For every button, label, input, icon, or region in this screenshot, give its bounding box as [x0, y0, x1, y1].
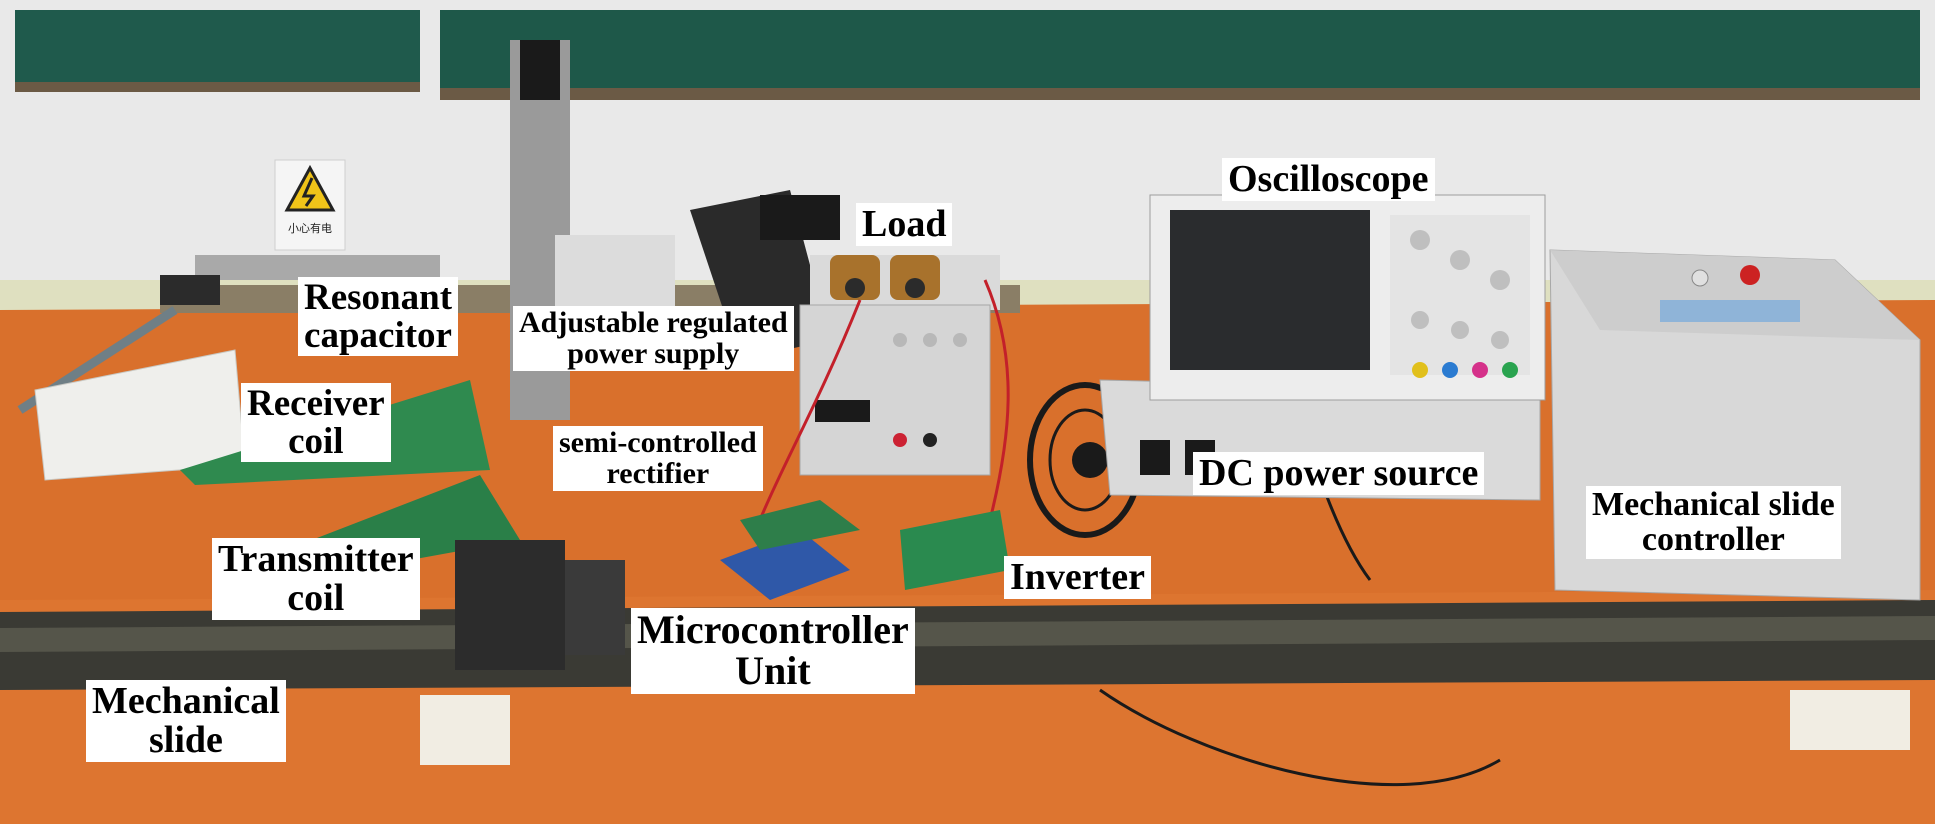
- wire-red: [758, 299, 862, 521]
- slide-carriage: [455, 540, 565, 670]
- label-adjustable-power-supply-line1: Adjustable regulated: [519, 306, 788, 339]
- label-rectifier-line1: semi-controlled: [559, 426, 757, 459]
- vertical-motor: [520, 40, 560, 100]
- wire-red-2: [983, 279, 1010, 521]
- slide-carriage-side: [565, 560, 625, 655]
- label-load: Load: [856, 203, 953, 246]
- label-mechanical-slide-line2: slide: [148, 718, 223, 761]
- load-resistors: [810, 255, 1000, 310]
- label-receiver-coil: Receiver coil: [241, 383, 391, 463]
- chalkboard-ledge-left: [15, 82, 420, 92]
- chalkboard-right: [440, 10, 1920, 90]
- cross-slide-motor: [760, 195, 840, 240]
- label-microcontroller-unit: Microcontroller Unit: [631, 608, 915, 694]
- label-adjustable-power-supply: Adjustable regulated power supply: [513, 306, 794, 372]
- oscilloscope: [1149, 194, 1546, 401]
- rail-support-right: [1790, 690, 1910, 750]
- label-resonant-capacitor: Resonant capacitor: [298, 277, 459, 357]
- label-semi-controlled-rectifier: semi-controlled rectifier: [553, 426, 763, 492]
- rail-support-left: [420, 695, 510, 765]
- label-slide-controller-line2: controller: [1641, 520, 1785, 558]
- wire-black: [1099, 688, 1501, 787]
- warning-sign-text: 小心有电: [288, 221, 332, 235]
- label-inverter: Inverter: [1004, 556, 1152, 599]
- label-rectifier-line2: rectifier: [606, 456, 710, 490]
- label-receiver-coil-line2: coil: [288, 420, 344, 462]
- label-receiver-coil-line1: Receiver: [247, 383, 385, 424]
- chalkboard-ledge-right: [440, 88, 1920, 100]
- warning-sign: 小心有电: [274, 159, 346, 251]
- label-mechanical-slide-controller: Mechanical slide controller: [1586, 486, 1841, 560]
- label-mcu-line2: Unit: [735, 647, 811, 693]
- label-transmitter-coil-line2: coil: [287, 576, 345, 619]
- label-adjustable-power-supply-line2: power supply: [567, 336, 740, 370]
- chalkboard-left: [15, 10, 420, 85]
- label-transmitter-coil: Transmitter coil: [212, 538, 420, 620]
- label-dc-power-source: DC power source: [1193, 452, 1485, 495]
- label-oscilloscope: Oscilloscope: [1222, 158, 1435, 201]
- rail-end-block: [160, 275, 220, 305]
- adjustable-power-supply: [799, 304, 991, 476]
- label-resonant-capacitor-line1: Resonant: [304, 277, 453, 318]
- label-mechanical-slide-line1: Mechanical: [92, 680, 280, 722]
- label-mcu-line1: Microcontroller: [637, 607, 909, 652]
- label-resonant-capacitor-line2: capacitor: [304, 314, 452, 356]
- microcontroller-boards: [720, 500, 1010, 600]
- label-slide-controller-line1: Mechanical slide: [1592, 486, 1835, 523]
- label-transmitter-coil-line1: Transmitter: [218, 538, 414, 580]
- label-mechanical-slide: Mechanical slide: [86, 680, 286, 762]
